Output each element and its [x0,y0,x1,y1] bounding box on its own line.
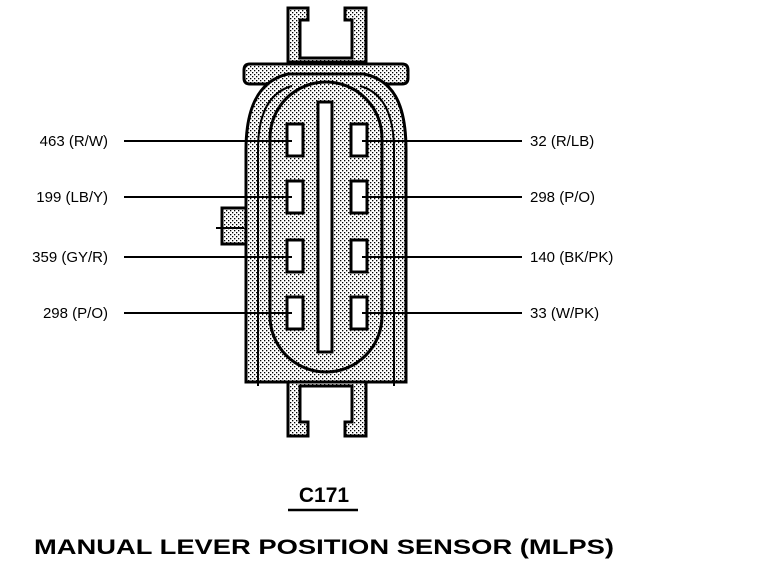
leader-lines [124,140,522,314]
connector-id: C171 [299,484,350,507]
keying-tab [220,206,248,246]
pin-label-r4: 33 (W/PK) [530,305,599,322]
right-cavities [349,122,369,331]
pin-label-l2: 199 (LB/Y) [36,189,108,206]
top-latch [286,6,368,64]
pin-label-r2: 298 (P/O) [530,189,595,206]
left-pin-labels: 463 (R/W) 199 (LB/Y) 359 (GY/R) 298 (P/O… [32,133,108,322]
pin-label-r1: 32 (R/LB) [530,133,594,150]
pin-label-r3: 140 (BK/PK) [530,249,613,266]
center-divider [316,100,334,354]
connector-name: MANUAL LEVER POSITION SENSOR (MLPS) [34,536,614,559]
pin-label-l1: 463 (R/W) [40,133,108,150]
shroud-outline [257,85,395,386]
pin-label-l4: 298 (P/O) [43,305,108,322]
pin-label-l3: 359 (GY/R) [32,249,108,266]
right-pin-labels: 32 (R/LB) 298 (P/O) 140 (BK/PK) 33 (W/PK… [530,133,613,322]
